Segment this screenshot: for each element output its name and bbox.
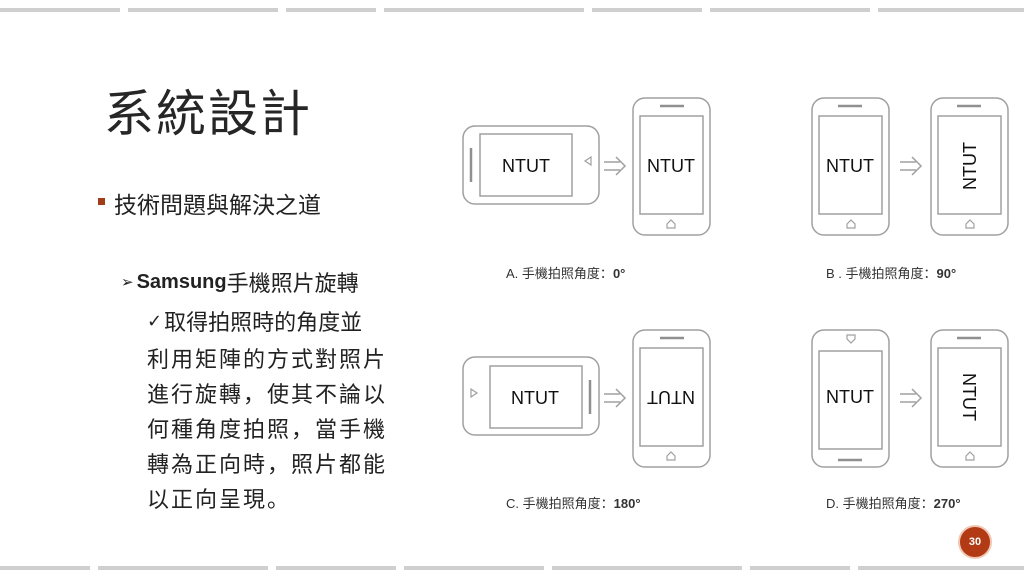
- phone-label: NTUT: [826, 387, 874, 407]
- top-decorative-stripes: [0, 8, 1024, 12]
- phone-label: NTUT: [647, 387, 695, 407]
- page-number-badge: 30: [958, 525, 992, 559]
- panel-d-figure: NTUT NTUT: [811, 329, 1009, 468]
- paragraph-line: 轉為正向時，照片都能: [147, 453, 388, 478]
- check-item: ✓ 取得拍照時的角度並: [147, 305, 362, 337]
- arrow-bullet-icon: ➢: [121, 273, 134, 291]
- phone-label: NTUT: [959, 373, 979, 421]
- caption-d: D. 手機拍照角度：270°: [826, 496, 961, 511]
- panel-b-figure: NTUT NTUT: [811, 97, 1009, 236]
- phone-label: NTUT: [960, 142, 980, 190]
- panel-c-figure: NTUT NTUT: [462, 329, 711, 468]
- caption-b: B . 手機拍照角度：90°: [826, 266, 957, 281]
- slide-title: 系統設計: [104, 85, 312, 143]
- panel-a-figure: NTUT NTUT: [462, 97, 711, 236]
- sub-bullet: ➢ Samsung 手機照片旋轉: [121, 266, 359, 298]
- phone-label: NTUT: [511, 388, 559, 408]
- bullet-item: 技術問題與解決之道: [98, 186, 321, 220]
- phone-label: NTUT: [502, 156, 550, 176]
- caption-a: A. 手機拍照角度：0°: [506, 266, 626, 281]
- bottom-decorative-stripes: [0, 566, 1024, 570]
- paragraph-line: 利用矩陣的方式對照片: [147, 348, 388, 373]
- arrow-right-icon: [604, 388, 627, 408]
- phone-label: NTUT: [647, 156, 695, 176]
- sub-bullet-text: 手機照片旋轉: [226, 272, 359, 297]
- paragraph-line: 進行旋轉，使其不論以: [147, 383, 388, 408]
- phone-label: NTUT: [826, 156, 874, 176]
- arrow-right-icon: [900, 388, 923, 408]
- description-paragraph: 利用矩陣的方式對照片 進行旋轉，使其不論以 何種角度拍照，當手機 轉為正向時，照…: [147, 343, 447, 518]
- caption-c: C. 手機拍照角度：180°: [506, 496, 641, 511]
- square-bullet-icon: [98, 197, 105, 205]
- arrow-right-icon: [900, 156, 923, 176]
- sub-bullet-latin: Samsung: [136, 270, 227, 293]
- paragraph-line: 以正向呈現。: [147, 488, 292, 513]
- bullet-text: 技術問題與解決之道: [114, 193, 321, 219]
- paragraph-line: 何種角度拍照，當手機: [147, 418, 388, 443]
- check-item-text: 取得拍照時的角度並: [164, 311, 363, 336]
- arrow-right-icon: [604, 156, 627, 176]
- checkmark-icon: ✓: [147, 310, 163, 332]
